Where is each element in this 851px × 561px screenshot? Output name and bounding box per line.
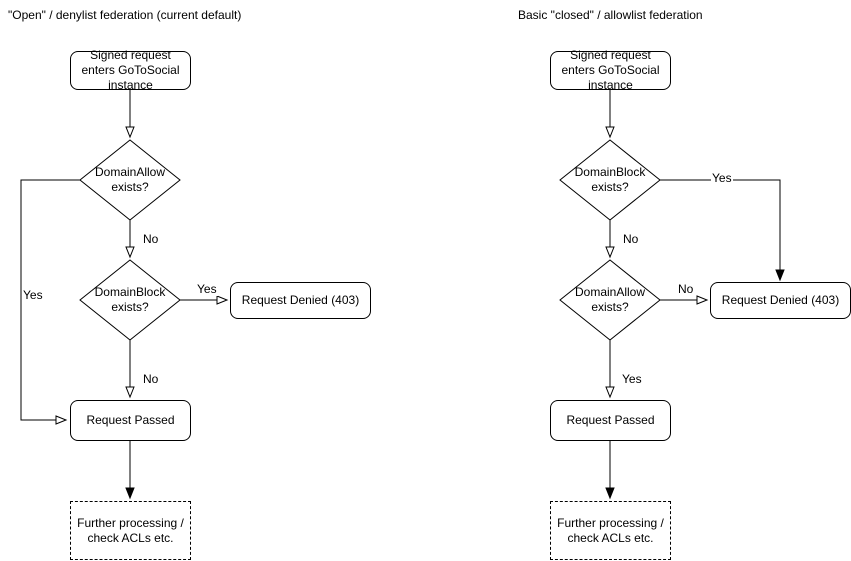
right-denied-node: Request Denied (403) (710, 282, 851, 319)
left-further-node: Further processing / check ACLs etc. (70, 501, 191, 560)
left-start-node: Signed request enters GoToSocial instanc… (70, 48, 191, 92)
left-chart-title: "Open" / denylist federation (current de… (8, 8, 242, 22)
right-decision1-label: DomainBlock exists? (574, 165, 646, 194)
right-chart-title: Basic "closed" / allowlist federation (518, 8, 703, 22)
left-decision2-yes-label: Yes (196, 282, 218, 296)
right-decision2-yes-label: Yes (621, 372, 643, 386)
right-edge-decision1-yes-denied (660, 179, 785, 282)
right-decision1-diamond (559, 139, 661, 221)
left-passed-node: Request Passed (70, 400, 191, 441)
left-decision1-label: DomainAllow exists? (94, 165, 166, 194)
right-decision1-yes-label: Yes (711, 171, 733, 185)
left-decision2-label: DomainBlock exists? (94, 285, 166, 314)
right-flowchart-edges (559, 90, 785, 500)
right-decision1-no-label: No (622, 232, 640, 246)
right-decision2-label: DomainAllow exists? (574, 285, 646, 314)
left-decision2-diamond (79, 259, 181, 341)
right-passed-node: Request Passed (550, 400, 671, 441)
right-start-node: Signed request enters GoToSocial instanc… (550, 48, 671, 92)
right-further-node: Further processing / check ACLs etc. (550, 501, 671, 560)
right-decision2-no-label: No (677, 282, 695, 296)
left-decision1-diamond (79, 139, 181, 221)
left-decision1-no-label: No (142, 232, 160, 246)
left-decision2-no-label: No (142, 372, 160, 386)
left-denied-node: Request Denied (403) (230, 282, 371, 319)
left-edge-decision1-yes-passed (20, 179, 80, 425)
left-decision1-yes-label: Yes (22, 288, 44, 302)
left-flowchart-edges (20, 90, 229, 500)
right-decision2-diamond (559, 259, 661, 341)
